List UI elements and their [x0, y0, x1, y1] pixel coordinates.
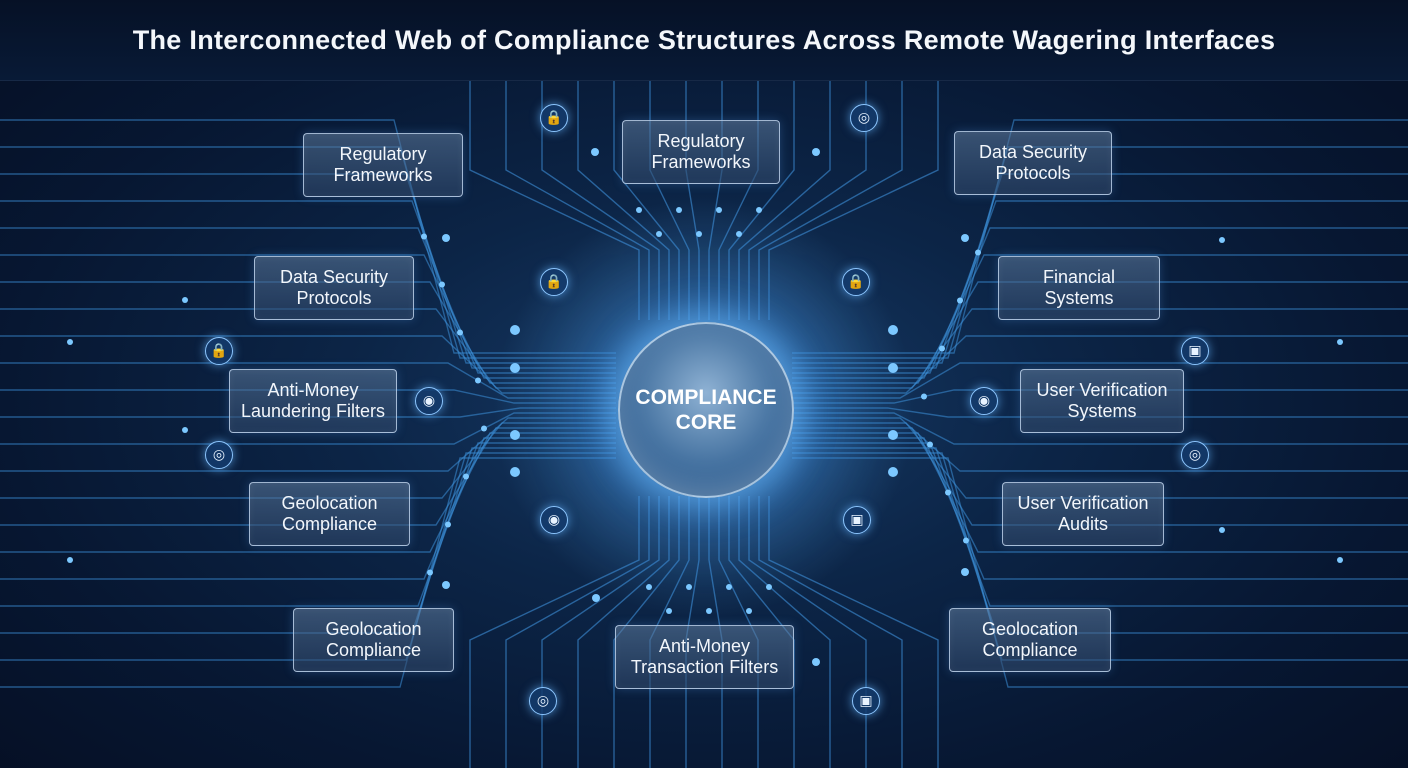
globe-icon: ◎ [205, 441, 233, 469]
header-bar: The Interconnected Web of Compliance Str… [0, 0, 1408, 81]
node-user-verification-systems[interactable]: User Verification Systems [1020, 369, 1184, 433]
node-label-line2: Frameworks [651, 152, 751, 172]
node-label-line1: Data Security [978, 142, 1088, 162]
node-label-line2: Protocols [995, 163, 1071, 183]
icon-glyph: ◎ [536, 693, 550, 709]
node-label-line1: Regulatory [339, 144, 427, 164]
page-title: The Interconnected Web of Compliance Str… [132, 24, 1276, 55]
node-anti-money-laundering-filters[interactable]: Anti-Money Laundering Filters [229, 369, 397, 433]
node-label-line1: Regulatory [657, 131, 745, 151]
chip-icon: ▣ [852, 687, 880, 715]
node-label-line1: Anti-Money [658, 636, 751, 656]
icon-glyph: 🔒 [210, 343, 228, 359]
core-label-line2: CORE [675, 411, 737, 434]
node-financial-systems[interactable]: Financial Systems [998, 256, 1160, 320]
icon-glyph: ▣ [850, 512, 864, 528]
compliance-core[interactable]: COMPLIANCE CORE [618, 322, 794, 498]
icon-glyph: ◉ [977, 393, 991, 409]
node-label-line1: Geolocation [325, 619, 422, 639]
node-user-verification-audits[interactable]: User Verification Audits [1002, 482, 1164, 546]
icon-glyph: 🔒 [545, 274, 563, 290]
node-label-line1: Data Security [279, 267, 389, 287]
icon-glyph: ◎ [857, 110, 871, 126]
node-label-line2: Protocols [296, 288, 372, 308]
globe-icon: ◎ [1181, 441, 1209, 469]
node-geolocation-compliance-right[interactable]: Geolocation Compliance [949, 608, 1111, 672]
node-label-line2: Systems [1044, 288, 1114, 308]
node-data-security-protocols-right[interactable]: Data Security Protocols [954, 131, 1112, 195]
node-label-line2: Compliance [982, 640, 1078, 660]
node-label-line2: Transaction Filters [630, 657, 779, 677]
node-regulatory-frameworks-top[interactable]: Regulatory Frameworks [622, 120, 780, 184]
node-label-line1: Financial [1042, 267, 1116, 287]
fingerprint-icon: ◉ [415, 387, 443, 415]
node-label-line2: Frameworks [333, 165, 433, 185]
icon-glyph: ◎ [212, 447, 226, 463]
node-regulatory-frameworks-left[interactable]: Regulatory Frameworks [303, 133, 463, 197]
icon-glyph: ◉ [547, 512, 561, 528]
globe-icon: ◎ [529, 687, 557, 715]
lock-icon: 🔒 [842, 268, 870, 296]
chip-icon: ▣ [843, 506, 871, 534]
node-geolocation-compliance-left-lower[interactable]: Geolocation Compliance [293, 608, 454, 672]
node-label-line1: Geolocation [981, 619, 1079, 639]
icon-glyph: ◎ [1188, 447, 1202, 463]
icon-glyph: ▣ [1188, 343, 1202, 359]
fingerprint-icon: ◉ [540, 506, 568, 534]
node-geolocation-compliance-left-upper[interactable]: Geolocation Compliance [249, 482, 410, 546]
node-label-line2: Laundering Filters [240, 401, 386, 421]
icon-glyph: ◉ [422, 393, 436, 409]
icon-glyph: ▣ [859, 693, 873, 709]
lock-icon: 🔒 [205, 337, 233, 365]
icon-glyph: 🔒 [847, 274, 865, 290]
node-data-security-protocols-left[interactable]: Data Security Protocols [254, 256, 414, 320]
node-anti-money-transaction-filters[interactable]: Anti-Money Transaction Filters [615, 625, 794, 689]
lock-icon: 🔒 [540, 104, 568, 132]
icon-glyph: 🔒 [545, 110, 563, 126]
node-label-line2: Audits [1057, 514, 1109, 534]
core-label-line1: COMPLIANCE [635, 386, 777, 409]
node-label-line1: Geolocation [281, 493, 378, 513]
node-label-line1: User Verification [1017, 493, 1149, 513]
node-label-line1: Anti-Money [267, 380, 359, 400]
node-label-line2: Systems [1067, 401, 1137, 421]
globe-icon: ◎ [850, 104, 878, 132]
node-label-line1: User Verification [1036, 380, 1168, 400]
chip-icon: ▣ [1181, 337, 1209, 365]
lock-icon: 🔒 [540, 268, 568, 296]
node-label-line2: Compliance [325, 640, 422, 660]
fingerprint-icon: ◉ [970, 387, 998, 415]
node-label-line2: Compliance [281, 514, 378, 534]
